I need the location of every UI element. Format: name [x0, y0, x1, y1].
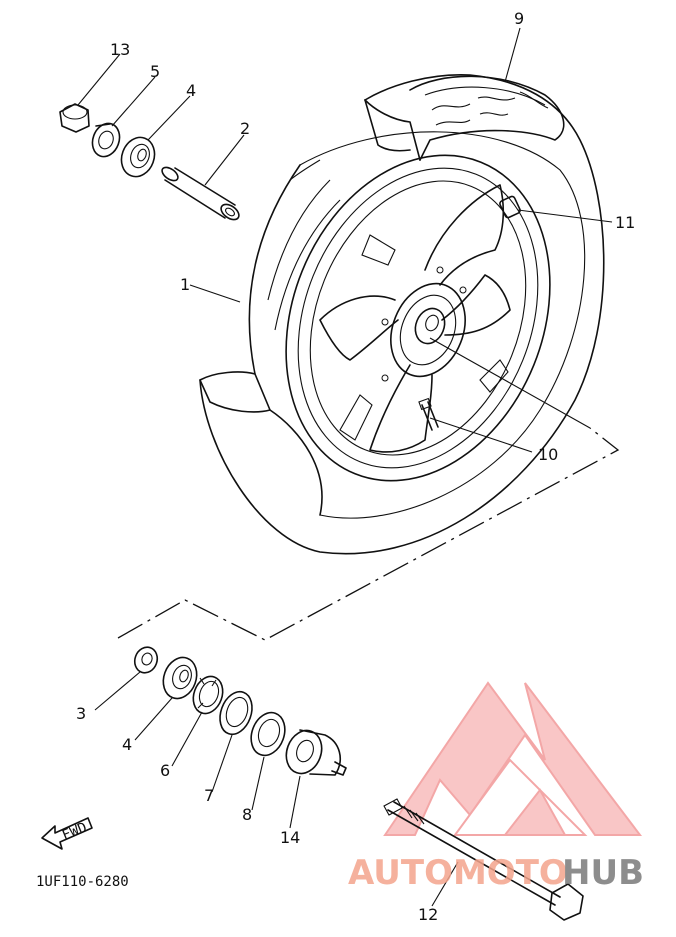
leader-lines	[77, 27, 613, 907]
callout-5: 5	[150, 62, 160, 81]
oil-seal-3	[133, 646, 159, 674]
spacer	[161, 166, 240, 221]
callout-4-lower: 4	[122, 735, 132, 754]
callout-9: 9	[514, 9, 524, 28]
callout-2: 2	[240, 119, 250, 138]
collar-12	[59, 103, 90, 133]
callout-14: 14	[280, 828, 300, 847]
callout-10: 10	[538, 445, 558, 464]
callout-8: 8	[242, 805, 252, 824]
bearing-upper-4	[120, 136, 156, 178]
callout-13: 12	[418, 905, 438, 924]
callout-7: 7	[204, 786, 214, 805]
assembly-boundary	[117, 427, 620, 641]
tire	[199, 73, 605, 555]
watermark-text-a: AUTOMOTO	[348, 853, 568, 893]
gear-7	[219, 690, 253, 736]
drawing-code: 1UF110-6280	[36, 874, 129, 890]
wheel-axle	[383, 798, 584, 921]
oil-seal-5	[91, 122, 121, 158]
callout-6: 6	[160, 761, 170, 780]
meter-gear-unit-14	[285, 729, 347, 776]
balance-weight	[499, 195, 521, 219]
washer-8	[250, 711, 286, 757]
callouts: 13 5 4 2 9 1 11 10 3 4 6 7 8 14 12	[76, 9, 635, 924]
callout-3: 3	[76, 704, 86, 723]
callout-12: 13	[110, 40, 130, 59]
bearing-lower-4	[162, 656, 198, 700]
callout-4-upper: 4	[186, 81, 196, 100]
watermark-text-b: HUB	[562, 853, 644, 893]
valve	[418, 397, 439, 431]
callout-1: 1	[180, 275, 190, 294]
watermark-text: AUTOMOTO HUB	[348, 853, 644, 893]
fwd-label: FWD	[60, 820, 89, 844]
watermark-logo	[383, 681, 643, 836]
fwd-arrow-icon: FWD	[41, 817, 93, 850]
callout-11: 11	[615, 213, 635, 232]
